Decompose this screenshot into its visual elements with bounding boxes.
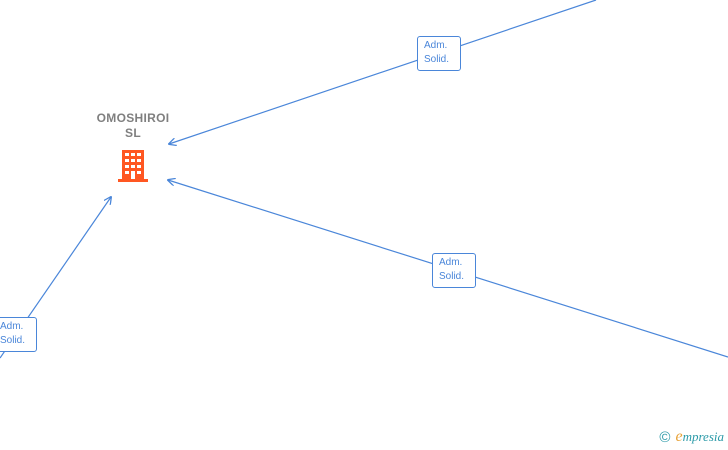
company-name-line1: OMOSHIROI (96, 111, 170, 125)
brand-logo-initial: e (675, 428, 683, 445)
relation-label-line1: Adm. (0, 321, 24, 332)
relation-label-line1: Adm. (439, 257, 463, 268)
relation-label-right[interactable]: Adm. Solid. (432, 253, 476, 288)
relation-label-top[interactable]: Adm. Solid. (417, 36, 461, 71)
empresia-watermark: © empresia (659, 428, 724, 446)
copyright-icon: © (659, 428, 671, 446)
relation-label-line2: Solid. (439, 271, 465, 282)
relation-label-line2: Solid. (424, 54, 450, 65)
relation-label-line2: Solid. (0, 335, 26, 346)
company-name-line2: SL (125, 126, 141, 140)
relation-label-line1: Adm. (424, 40, 448, 51)
edge-top (169, 0, 597, 144)
company-node-label[interactable]: OMOSHIROI SL (78, 111, 188, 141)
brand-logo-rest: mpresia (682, 429, 724, 444)
brand-logo: empresia (675, 428, 724, 446)
building-icon[interactable] (117, 148, 149, 182)
relation-label-bottom[interactable]: Adm. Solid. (0, 317, 37, 352)
